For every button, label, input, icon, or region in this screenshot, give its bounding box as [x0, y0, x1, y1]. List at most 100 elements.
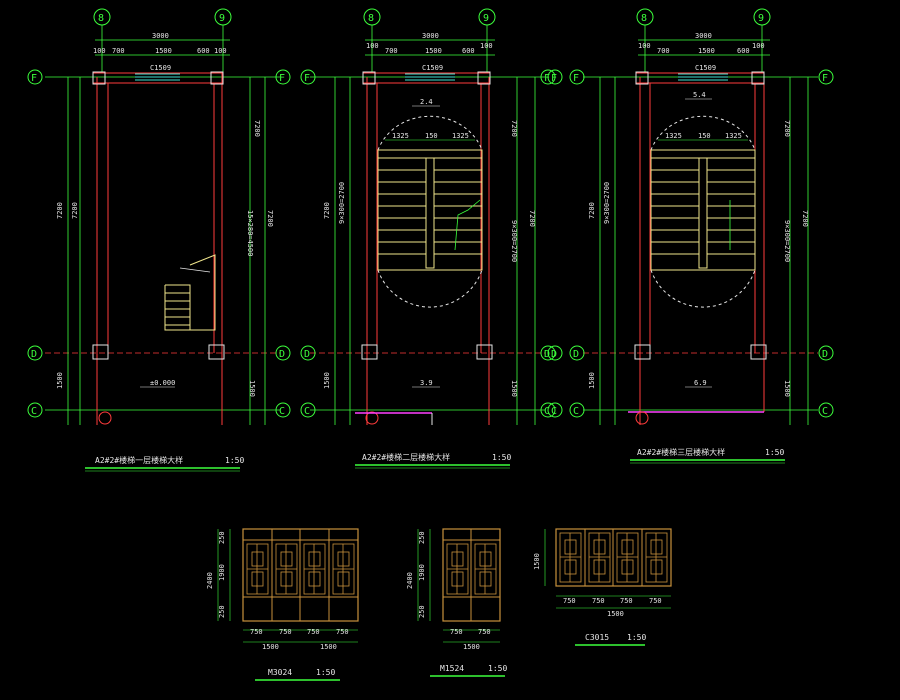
row-bubble-C: C	[573, 406, 579, 417]
dim-total: 1500	[463, 643, 480, 651]
dim-width: 750	[620, 597, 633, 605]
plan-floor-2: 8 9 3000 100 700 1500 600 100 F D C F D …	[300, 8, 556, 469]
detail-scale: 1:50	[316, 668, 335, 677]
row-bubble-D: D	[573, 349, 579, 360]
plan-title: A2#2#楼梯三层楼梯大样	[637, 447, 725, 457]
row-bubble-C: C	[544, 406, 550, 417]
row-bubble-D: D	[822, 349, 828, 360]
row-bubble-C: C	[551, 406, 557, 417]
detail-m1524: 2400 250 1900 250 750 750 1500 M1524 1:5…	[406, 528, 507, 677]
dim-side: 7200	[783, 120, 791, 137]
dim-side: 7200	[528, 210, 536, 227]
dim-side: 7200	[71, 202, 79, 219]
dim-stair: 9×300=2700	[783, 220, 791, 262]
plan-floor-1: 8 9 3000 100 700 1500 600 100 F D C F D …	[27, 8, 291, 472]
dim-total: 1500	[262, 643, 279, 651]
dim-seg: 600	[462, 47, 475, 55]
dim-seg: 700	[385, 47, 398, 55]
dim-sub: 250	[418, 531, 426, 544]
dim-seg: 100	[93, 47, 106, 55]
dim-stair-width: 1325	[725, 132, 742, 140]
dim-side: 7200	[253, 120, 261, 137]
grid-bubble-8: 8	[368, 13, 374, 24]
plan-title: A2#2#楼梯二层楼梯大样	[362, 452, 450, 462]
row-bubble-F: F	[279, 73, 285, 84]
dim-d: 1500	[588, 372, 596, 389]
dim-width: 750	[250, 628, 263, 636]
level-label: ±0.000	[150, 379, 175, 387]
dim-stair-width: 1325	[452, 132, 469, 140]
row-bubble-D: D	[544, 349, 550, 360]
dim-width: 750	[450, 628, 463, 636]
dim-seg: 100	[638, 42, 651, 50]
grid-bubble-9: 9	[758, 13, 764, 24]
dim-overall: 3000	[422, 32, 439, 40]
row-bubble-C: C	[822, 406, 828, 417]
row-bubble-C: C	[304, 406, 310, 417]
dim-width: 750	[307, 628, 320, 636]
dim-stair: 9×300=2700	[338, 182, 346, 224]
dim-width: 750	[649, 597, 662, 605]
plan-title: A2#2#楼梯一层楼梯大样	[95, 455, 183, 465]
row-bubble-C: C	[31, 406, 37, 417]
detail-name: C3015	[585, 633, 609, 642]
dim-stair-width: 1325	[392, 132, 409, 140]
row-bubble-F: F	[573, 73, 579, 84]
dim-d: 1500	[510, 380, 518, 397]
dim-width: 750	[563, 597, 576, 605]
dim-height: 1500	[533, 553, 541, 570]
dim-seg: 600	[197, 47, 210, 55]
row-bubble-D: D	[304, 349, 310, 360]
dim-d: 1500	[248, 380, 256, 397]
detail-m3024: 2400 250 1900 250 750 750 750 750 1500 1…	[206, 528, 359, 681]
dim-height: 2400	[406, 572, 414, 589]
row-bubble-D: D	[551, 349, 557, 360]
dim-d: 1500	[783, 380, 791, 397]
detail-name: M3024	[268, 668, 292, 677]
window-tag: C1509	[695, 64, 716, 72]
dim-width: 750	[336, 628, 349, 636]
dim-total: 1500	[320, 643, 337, 651]
dim-stair-width: 1325	[665, 132, 682, 140]
row-bubble-F: F	[544, 73, 550, 84]
dim-width: 750	[592, 597, 605, 605]
dim-seg: 700	[112, 47, 125, 55]
detail-name: M1524	[440, 664, 464, 673]
dim-side: 7200	[266, 210, 274, 227]
dim-overall: 3000	[695, 32, 712, 40]
dim-width: 750	[478, 628, 491, 636]
dim-side: 7200	[801, 210, 809, 227]
dim-side: 7200	[323, 202, 331, 219]
landing-label: 5.4	[693, 91, 706, 99]
landing-label: 2.4	[420, 98, 433, 106]
row-bubble-F: F	[304, 73, 310, 84]
dim-stair: 9×300=2700	[510, 220, 518, 262]
grid-bubble-9: 9	[219, 13, 225, 24]
dim-seg: 700	[657, 47, 670, 55]
grid-bubble-8: 8	[98, 13, 104, 24]
dim-sub: 1900	[418, 564, 426, 581]
row-bubble-F: F	[551, 73, 557, 84]
dim-sub: 250	[218, 605, 226, 618]
detail-scale: 1:50	[488, 664, 507, 673]
dim-seg: 1500	[155, 47, 172, 55]
dim-sub: 1900	[218, 564, 226, 581]
row-bubble-C: C	[279, 406, 285, 417]
dim-sub: 250	[218, 531, 226, 544]
dim-seg: 100	[214, 47, 227, 55]
window-tag: C1509	[422, 64, 443, 72]
dim-sub: 250	[418, 605, 426, 618]
dim-stair: 15×280=4500	[246, 210, 254, 256]
dim-seg: 100	[752, 42, 765, 50]
dim-stair-width: 150	[425, 132, 438, 140]
dim-side: 7200	[56, 202, 64, 219]
plan-scale: 1:50	[765, 448, 784, 457]
grid-bubble-8: 8	[641, 13, 647, 24]
dim-stair-width: 150	[698, 132, 711, 140]
dim-seg: 100	[366, 42, 379, 50]
dim-width: 750	[279, 628, 292, 636]
detail-scale: 1:50	[627, 633, 646, 642]
plan-floor-3: 8 9 3000 100 700 1500 600 100 F F D D C …	[547, 8, 834, 464]
detail-c3015: 1500 750 750 750 750 1500 C3015 1:50	[533, 528, 672, 646]
